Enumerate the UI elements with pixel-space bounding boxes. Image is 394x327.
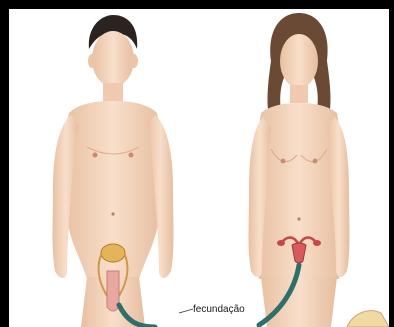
female-navel <box>297 217 300 220</box>
male-ear-left <box>88 54 96 68</box>
embryo-illustration <box>347 311 389 327</box>
female-nipple-right <box>313 159 318 164</box>
male-figure <box>53 15 174 327</box>
female-neck <box>290 85 308 103</box>
male-head <box>92 31 134 87</box>
male-neck <box>103 83 123 103</box>
female-figure <box>249 13 350 327</box>
male-nipple-left <box>93 153 98 158</box>
diagram-canvas: fecundação <box>9 9 389 327</box>
female-nipple-left <box>281 159 286 164</box>
male-ear-right <box>130 54 138 68</box>
female-head <box>280 34 318 88</box>
pointer-line <box>179 309 193 313</box>
male-nipple-right <box>129 153 134 158</box>
male-navel <box>111 212 114 215</box>
female-legs <box>261 277 337 327</box>
diagram-svg: fecundação <box>9 9 389 327</box>
fecundacao-label: fecundação <box>193 304 245 315</box>
